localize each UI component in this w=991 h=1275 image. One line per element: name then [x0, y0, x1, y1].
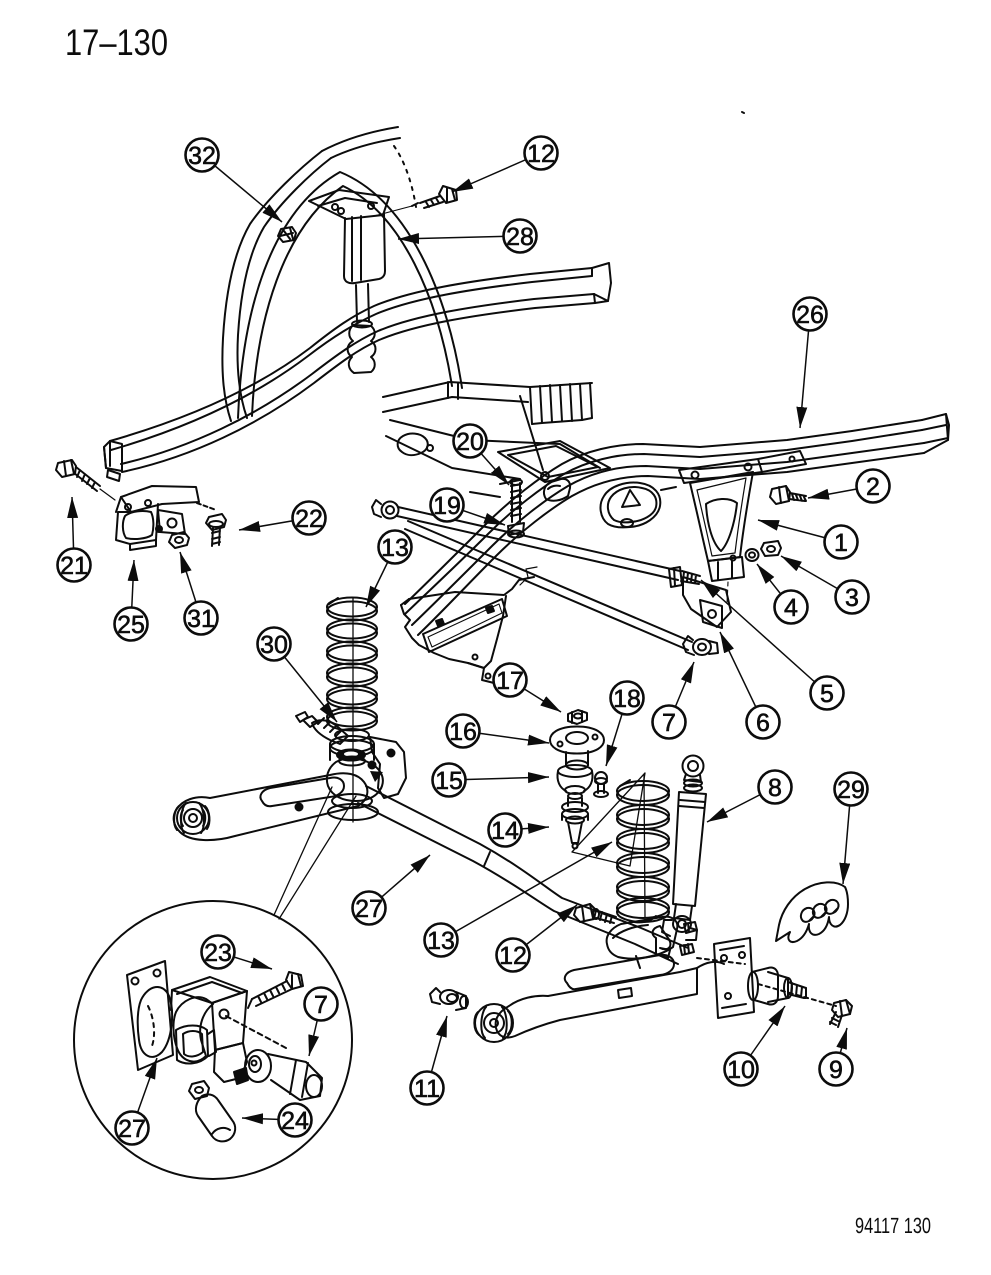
svg-text:13: 13: [427, 927, 455, 955]
svg-text:7: 7: [314, 991, 328, 1019]
svg-text:12: 12: [527, 140, 555, 168]
svg-text:7: 7: [662, 709, 676, 737]
svg-text:25: 25: [117, 611, 145, 639]
svg-text:17: 17: [496, 667, 524, 695]
svg-text:17–130: 17–130: [65, 22, 168, 63]
svg-text:30: 30: [260, 631, 288, 659]
svg-text:8: 8: [768, 774, 782, 802]
svg-text:5: 5: [820, 680, 834, 708]
svg-text:20: 20: [456, 428, 484, 456]
svg-text:6: 6: [756, 709, 770, 737]
svg-text:19: 19: [433, 492, 461, 520]
svg-text:14: 14: [491, 817, 519, 845]
svg-text:18: 18: [613, 685, 641, 713]
svg-text:1: 1: [834, 529, 848, 557]
svg-text:32: 32: [188, 142, 216, 170]
svg-text:16: 16: [449, 718, 477, 746]
svg-text:11: 11: [414, 1075, 440, 1103]
svg-text:27: 27: [118, 1115, 146, 1143]
svg-text:23: 23: [204, 939, 232, 967]
svg-text:94117 130: 94117 130: [855, 1213, 931, 1238]
svg-text:29: 29: [837, 776, 865, 804]
svg-text:13: 13: [381, 534, 409, 562]
svg-text:9: 9: [829, 1056, 843, 1084]
svg-text:27: 27: [355, 895, 383, 923]
svg-text:3: 3: [845, 584, 859, 612]
svg-text:21: 21: [60, 552, 88, 580]
svg-text:24: 24: [281, 1107, 309, 1135]
svg-text:15: 15: [435, 767, 463, 795]
svg-text:12: 12: [499, 942, 527, 970]
svg-text:22: 22: [295, 505, 323, 533]
svg-text:31: 31: [187, 605, 215, 633]
svg-text:28: 28: [506, 223, 534, 251]
svg-text:26: 26: [796, 301, 824, 329]
svg-text:4: 4: [784, 594, 798, 622]
svg-text:10: 10: [727, 1056, 755, 1084]
svg-text:2: 2: [866, 473, 880, 501]
